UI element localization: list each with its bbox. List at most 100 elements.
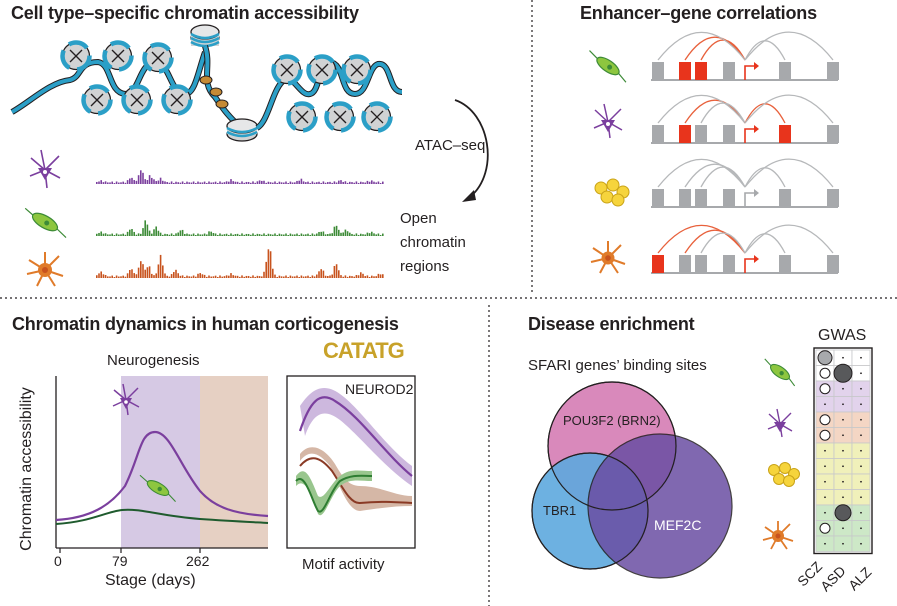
gwas-dot (842, 542, 844, 545)
atac-signal-bar (206, 234, 208, 236)
correlation-arc (657, 94, 746, 124)
atac-signal-bar (201, 274, 204, 278)
atac-signal-bar (252, 181, 254, 184)
atac-signal-bar (364, 182, 366, 184)
gwas-dot (860, 418, 862, 421)
atac-signal-bar (287, 234, 289, 236)
y-axis-label: Chromatin accessibility (18, 387, 35, 551)
gwas-dot (860, 434, 862, 437)
gwas-cell (833, 349, 853, 366)
atac-signal-bar (241, 275, 243, 278)
atac-signal-bar (267, 249, 270, 278)
atac-signal-bar (232, 275, 234, 278)
correlation-arc (744, 31, 834, 61)
atac-signal-bar (291, 234, 294, 236)
atac-signal-bar (320, 231, 322, 236)
atac-signal-bar (379, 182, 382, 184)
enhancer-box (652, 125, 664, 143)
atac-signal-bar (366, 180, 369, 184)
tss-arrow (744, 65, 757, 80)
atac-signal-bar (263, 180, 265, 184)
atac-signal-bar (250, 276, 252, 278)
atac-signal-bar (210, 276, 212, 278)
atac-signal-bar (357, 275, 360, 278)
atac-signal-bar (274, 233, 276, 236)
atac-signal-bar (201, 182, 204, 184)
gwas-dot (824, 542, 826, 545)
atac-signal-bar (115, 275, 118, 278)
venn-label-pou3f2: POU3F2 (BRN2) (563, 413, 661, 428)
gwas-dot (824, 403, 826, 406)
atac-signal-bar (311, 275, 314, 278)
atac-signal-bar (344, 275, 347, 278)
atac-signal-bar (162, 265, 164, 278)
atac-signal-bar (98, 273, 100, 278)
atac-signal-bar (173, 182, 175, 184)
active-enhancer (679, 125, 691, 143)
atac-signal-bar (166, 234, 168, 236)
gwas-cell (851, 520, 871, 537)
atac-signal-bar (331, 182, 333, 184)
enhancer-box (827, 255, 839, 273)
disease-panel-title: Disease enrichment (528, 314, 695, 334)
neuron-purple-icon (112, 383, 140, 416)
atac-signal-bar (340, 180, 342, 184)
atac-signal-bar (162, 180, 164, 184)
atac-signal-bar (232, 181, 234, 184)
atac-signal-bar (265, 182, 267, 184)
atac-signal-bar (285, 181, 287, 184)
correlation-arc (657, 224, 746, 254)
atac-signal-bar (225, 181, 228, 184)
atac-signal-bar (131, 269, 133, 278)
atac-signal-bar (137, 267, 140, 278)
atac-signal-bar (364, 234, 366, 236)
correlation-arc (700, 39, 746, 61)
atac-signal-bar (331, 233, 333, 236)
atac-signal-bar (197, 181, 199, 184)
atac-signal-bar (113, 234, 116, 236)
correlation-arc (744, 94, 834, 124)
tss-arrow (744, 258, 757, 273)
atac-signal-bar (206, 182, 208, 184)
gwas-dot (842, 403, 844, 406)
correlation-arc (744, 158, 834, 188)
gwas-dot (860, 387, 862, 390)
gwas-cell (833, 489, 853, 506)
microglia-yellow-icon (594, 178, 630, 207)
atac-signal-bar (313, 276, 316, 278)
atac-signal-bar (212, 276, 215, 278)
atac-signal-bar (133, 273, 135, 278)
gwas-cell (851, 442, 871, 459)
atac-signal-bar (258, 180, 261, 184)
atac-signal-bar (225, 275, 228, 278)
atac-signal-bar (118, 276, 120, 278)
atac-signal-bar (104, 181, 107, 184)
neuron-purple-icon (593, 103, 623, 139)
atac-signal-bar (239, 276, 241, 278)
atac-signal-bar (256, 181, 259, 184)
gwas-cell (833, 520, 853, 537)
atac-signal-bar (148, 230, 151, 236)
atac-signal-bar (177, 182, 179, 184)
purple-accessibility-curve (55, 430, 269, 522)
atac-signal-bar (192, 233, 195, 236)
atac-signal-bar (353, 234, 355, 236)
enhancer-box (723, 125, 735, 143)
atac-signal-bar (166, 182, 168, 184)
gwas-cell (815, 396, 835, 413)
atac-signal-bar (300, 233, 303, 236)
atac-signal-bar (283, 234, 285, 236)
atac-signal-bar (175, 181, 177, 184)
atac-signal-bar (327, 234, 329, 236)
atac-signal-bar (252, 275, 254, 278)
atac-signal-bar (179, 230, 182, 236)
atac-signal-bar (278, 181, 281, 184)
atac-signal-bar (115, 233, 118, 236)
atac-signal-bar (148, 266, 151, 278)
gwas-cell (833, 458, 853, 475)
atac-signal-bar (280, 276, 283, 278)
enhancer-box (695, 255, 707, 273)
atac-signal-bar (179, 182, 182, 184)
atac-signal-bar (135, 274, 138, 278)
